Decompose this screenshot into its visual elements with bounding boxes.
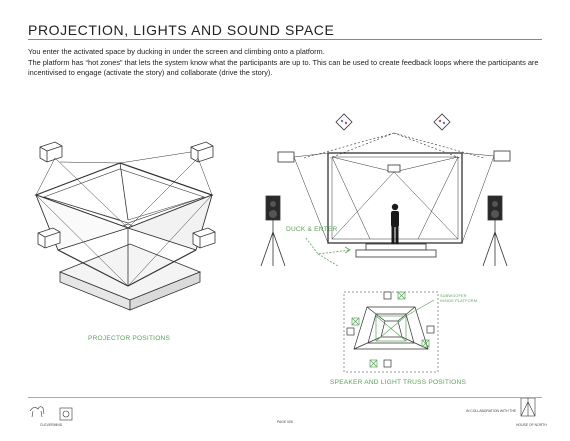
intro-line-1: You enter the activated space by ducking… <box>28 47 325 56</box>
light-icon <box>433 113 451 131</box>
projector-positions-label: PROJECTOR POSITIONS <box>88 335 171 342</box>
light-marker <box>351 317 360 326</box>
projector-icon <box>37 227 61 249</box>
clevermind-logo <box>29 406 73 421</box>
projector-icon <box>39 141 63 163</box>
footer-collab: IN COLLABORATION WITH THE <box>466 409 517 413</box>
screen-frame <box>327 152 463 244</box>
projector-icon <box>277 151 295 163</box>
subwoofer-label-line2: INSIDE PLATFORM <box>440 299 478 303</box>
speaker-marker <box>426 325 435 334</box>
projector-icon <box>192 227 216 249</box>
stage-elevation-drawing <box>260 113 511 267</box>
subwoofer-label: SUBWOOFER INSIDE PLATFORM <box>440 294 477 304</box>
footer-rule <box>28 397 542 398</box>
platform-step-bottom <box>355 249 437 258</box>
footer-page-id: PAGE 006 <box>277 420 293 424</box>
light-icon <box>335 113 353 131</box>
footer-brand: CLEVERMIND <box>40 423 63 427</box>
speaker-marker <box>383 359 392 368</box>
speaker-marker <box>383 291 392 300</box>
speaker-truss-label: SPEAKER AND LIGHT TRUSS POSITIONS <box>330 379 467 386</box>
light-marker <box>397 291 406 300</box>
duck-enter-label: DUCK & ENTER <box>286 226 338 233</box>
house-of-north-logo <box>520 397 536 417</box>
light-marker <box>421 339 430 348</box>
projector-icon <box>493 150 511 162</box>
duck-enter-arrow <box>305 237 351 267</box>
page-title: PROJECTION, LIGHTS AND SOUND SPACE <box>28 22 335 38</box>
intro-line-2: The platform has “hot zones” that lets t… <box>28 57 539 78</box>
subwoofer-label-line1: SUBWOOFER <box>440 294 467 298</box>
platform-step-top <box>365 243 427 251</box>
person-silhouette <box>391 203 399 244</box>
intro-text: You enter the activated space by ducking… <box>28 47 548 79</box>
speaker-right <box>482 195 508 267</box>
footer-partner: HOUSE OF NORTH <box>516 423 547 427</box>
speaker-left <box>260 195 286 267</box>
light-marker <box>369 359 378 368</box>
truss-plan-drawing <box>343 291 439 373</box>
title-rule <box>28 39 542 40</box>
projector-icon <box>190 141 214 163</box>
projector-cube-drawing <box>34 141 216 311</box>
platform-base <box>58 243 202 301</box>
subwoofer-marker <box>375 299 435 342</box>
speaker-marker <box>346 327 355 336</box>
